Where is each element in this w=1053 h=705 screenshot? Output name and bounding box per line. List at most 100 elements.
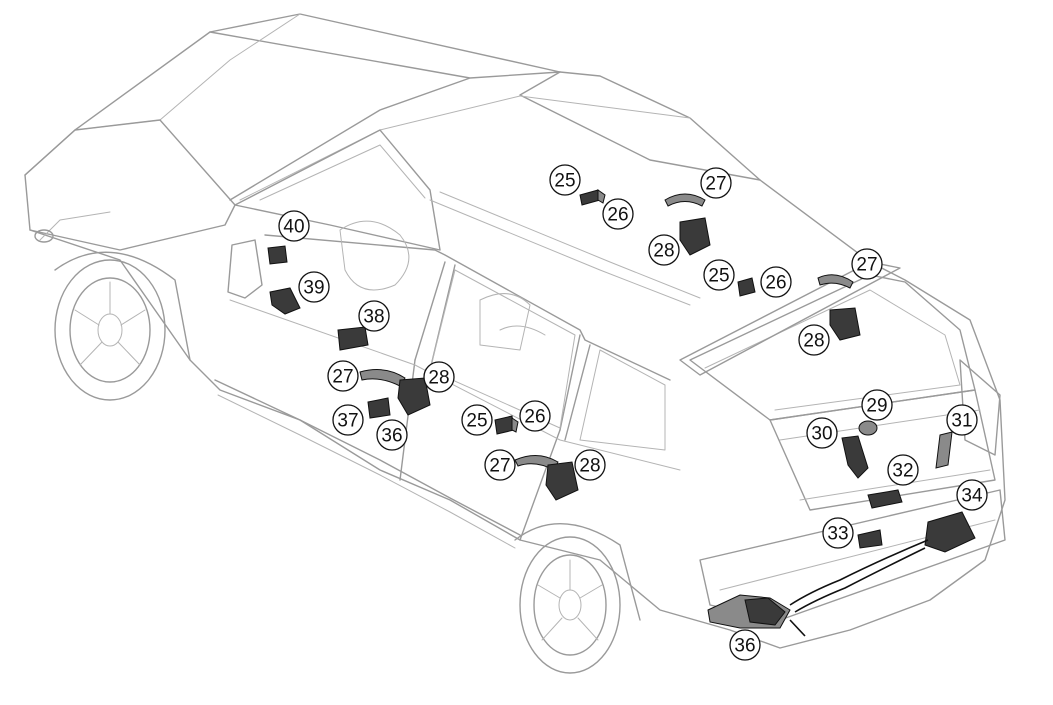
car-outline	[24, 13, 1006, 674]
callout-39: 39	[298, 271, 330, 303]
callout-28: 28	[648, 234, 680, 266]
callout-label: 40	[283, 217, 304, 238]
callout-label: 27	[489, 456, 510, 477]
callout-36: 36	[376, 419, 408, 451]
part-28-reardoor	[545, 461, 579, 501]
part-31	[935, 431, 953, 469]
callout-25: 25	[703, 259, 735, 291]
part-34	[924, 511, 976, 553]
callout-label: 27	[856, 255, 877, 276]
wire-harness	[789, 539, 929, 606]
part-40	[267, 245, 288, 265]
callout-circle	[461, 404, 493, 436]
callout-26: 26	[519, 400, 551, 432]
callout-label: 27	[332, 367, 353, 388]
callout-label: 39	[303, 278, 324, 299]
callout-28: 28	[574, 449, 606, 481]
callout-label: 36	[381, 426, 402, 447]
callout-27: 27	[851, 248, 883, 280]
callout-29: 29	[861, 389, 893, 421]
part-26-reardoor	[511, 417, 519, 433]
callout-28: 28	[423, 361, 455, 393]
callout-30: 30	[806, 417, 838, 449]
callout-circle	[760, 266, 792, 298]
part-25-roof	[579, 189, 601, 206]
callout-circle	[332, 404, 364, 436]
part-27-rear	[817, 274, 854, 289]
callout-circle	[519, 400, 551, 432]
callout-circle	[298, 271, 330, 303]
callout-28: 28	[798, 324, 830, 356]
part-30	[841, 435, 869, 479]
callout-circle	[798, 324, 830, 356]
callout-circle	[574, 449, 606, 481]
part-25-mid	[737, 277, 756, 297]
components	[267, 189, 976, 637]
part-28-front	[397, 377, 431, 416]
callout-circle	[602, 198, 634, 230]
callout-label: 33	[827, 524, 848, 545]
callout-label: 30	[811, 424, 832, 445]
callout-circle	[278, 210, 310, 242]
callout-label: 26	[765, 273, 786, 294]
callout-label: 32	[892, 461, 913, 482]
callout-circle	[648, 234, 680, 266]
callout-circle	[956, 479, 988, 511]
part-25-reardoor	[494, 415, 515, 435]
callout-37: 37	[332, 404, 364, 436]
callout-32: 32	[887, 454, 919, 486]
callout-label: 25	[466, 411, 487, 432]
callout-layer: 25 26 27 28 27 25 26 28 40 39 38 27 28 37 36 25 26 27 28 29…	[278, 164, 988, 661]
part-33	[857, 529, 883, 549]
callout-circle	[887, 454, 919, 486]
callout-circle	[729, 629, 761, 661]
callout-label: 26	[607, 205, 628, 226]
part-38	[337, 326, 369, 351]
callout-26: 26	[760, 266, 792, 298]
callout-36: 36	[729, 629, 761, 661]
callout-label: 37	[337, 411, 358, 432]
callout-circle	[851, 248, 883, 280]
callout-27: 27	[327, 360, 359, 392]
callout-label: 31	[951, 411, 972, 432]
part-27-front	[359, 369, 406, 387]
callout-label: 34	[961, 486, 983, 507]
callout-label: 28	[579, 456, 600, 477]
callout-label: 28	[428, 368, 449, 389]
callout-label: 38	[363, 307, 384, 328]
callout-circle	[700, 167, 732, 199]
part-28-roof	[679, 217, 711, 256]
callout-circle	[861, 389, 893, 421]
part-26-roof	[597, 189, 606, 204]
callout-label: 25	[708, 266, 729, 287]
part-29	[858, 420, 878, 436]
callout-circle	[703, 259, 735, 291]
callout-circle	[822, 517, 854, 549]
callout-label: 27	[705, 174, 726, 195]
part-27-roof	[664, 193, 706, 207]
callout-label: 25	[554, 171, 575, 192]
part-37	[367, 397, 391, 419]
callout-31: 31	[946, 404, 978, 436]
callout-27: 27	[484, 449, 516, 481]
callout-33: 33	[822, 517, 854, 549]
callout-label: 29	[866, 396, 887, 417]
callout-circle	[358, 300, 390, 332]
callout-circle	[376, 419, 408, 451]
callout-label: 28	[653, 241, 674, 262]
callout-25: 25	[549, 164, 581, 196]
part-32	[867, 489, 903, 509]
callout-circle	[549, 164, 581, 196]
callout-circle	[806, 417, 838, 449]
callout-label: 36	[734, 636, 755, 657]
callout-38: 38	[358, 300, 390, 332]
callout-34: 34	[956, 479, 988, 511]
callout-label: 26	[524, 407, 545, 428]
callout-25: 25	[461, 404, 493, 436]
callout-40: 40	[278, 210, 310, 242]
part-28-rear	[829, 307, 861, 341]
callout-circle	[327, 360, 359, 392]
callout-circle	[423, 361, 455, 393]
part-39	[269, 287, 301, 315]
